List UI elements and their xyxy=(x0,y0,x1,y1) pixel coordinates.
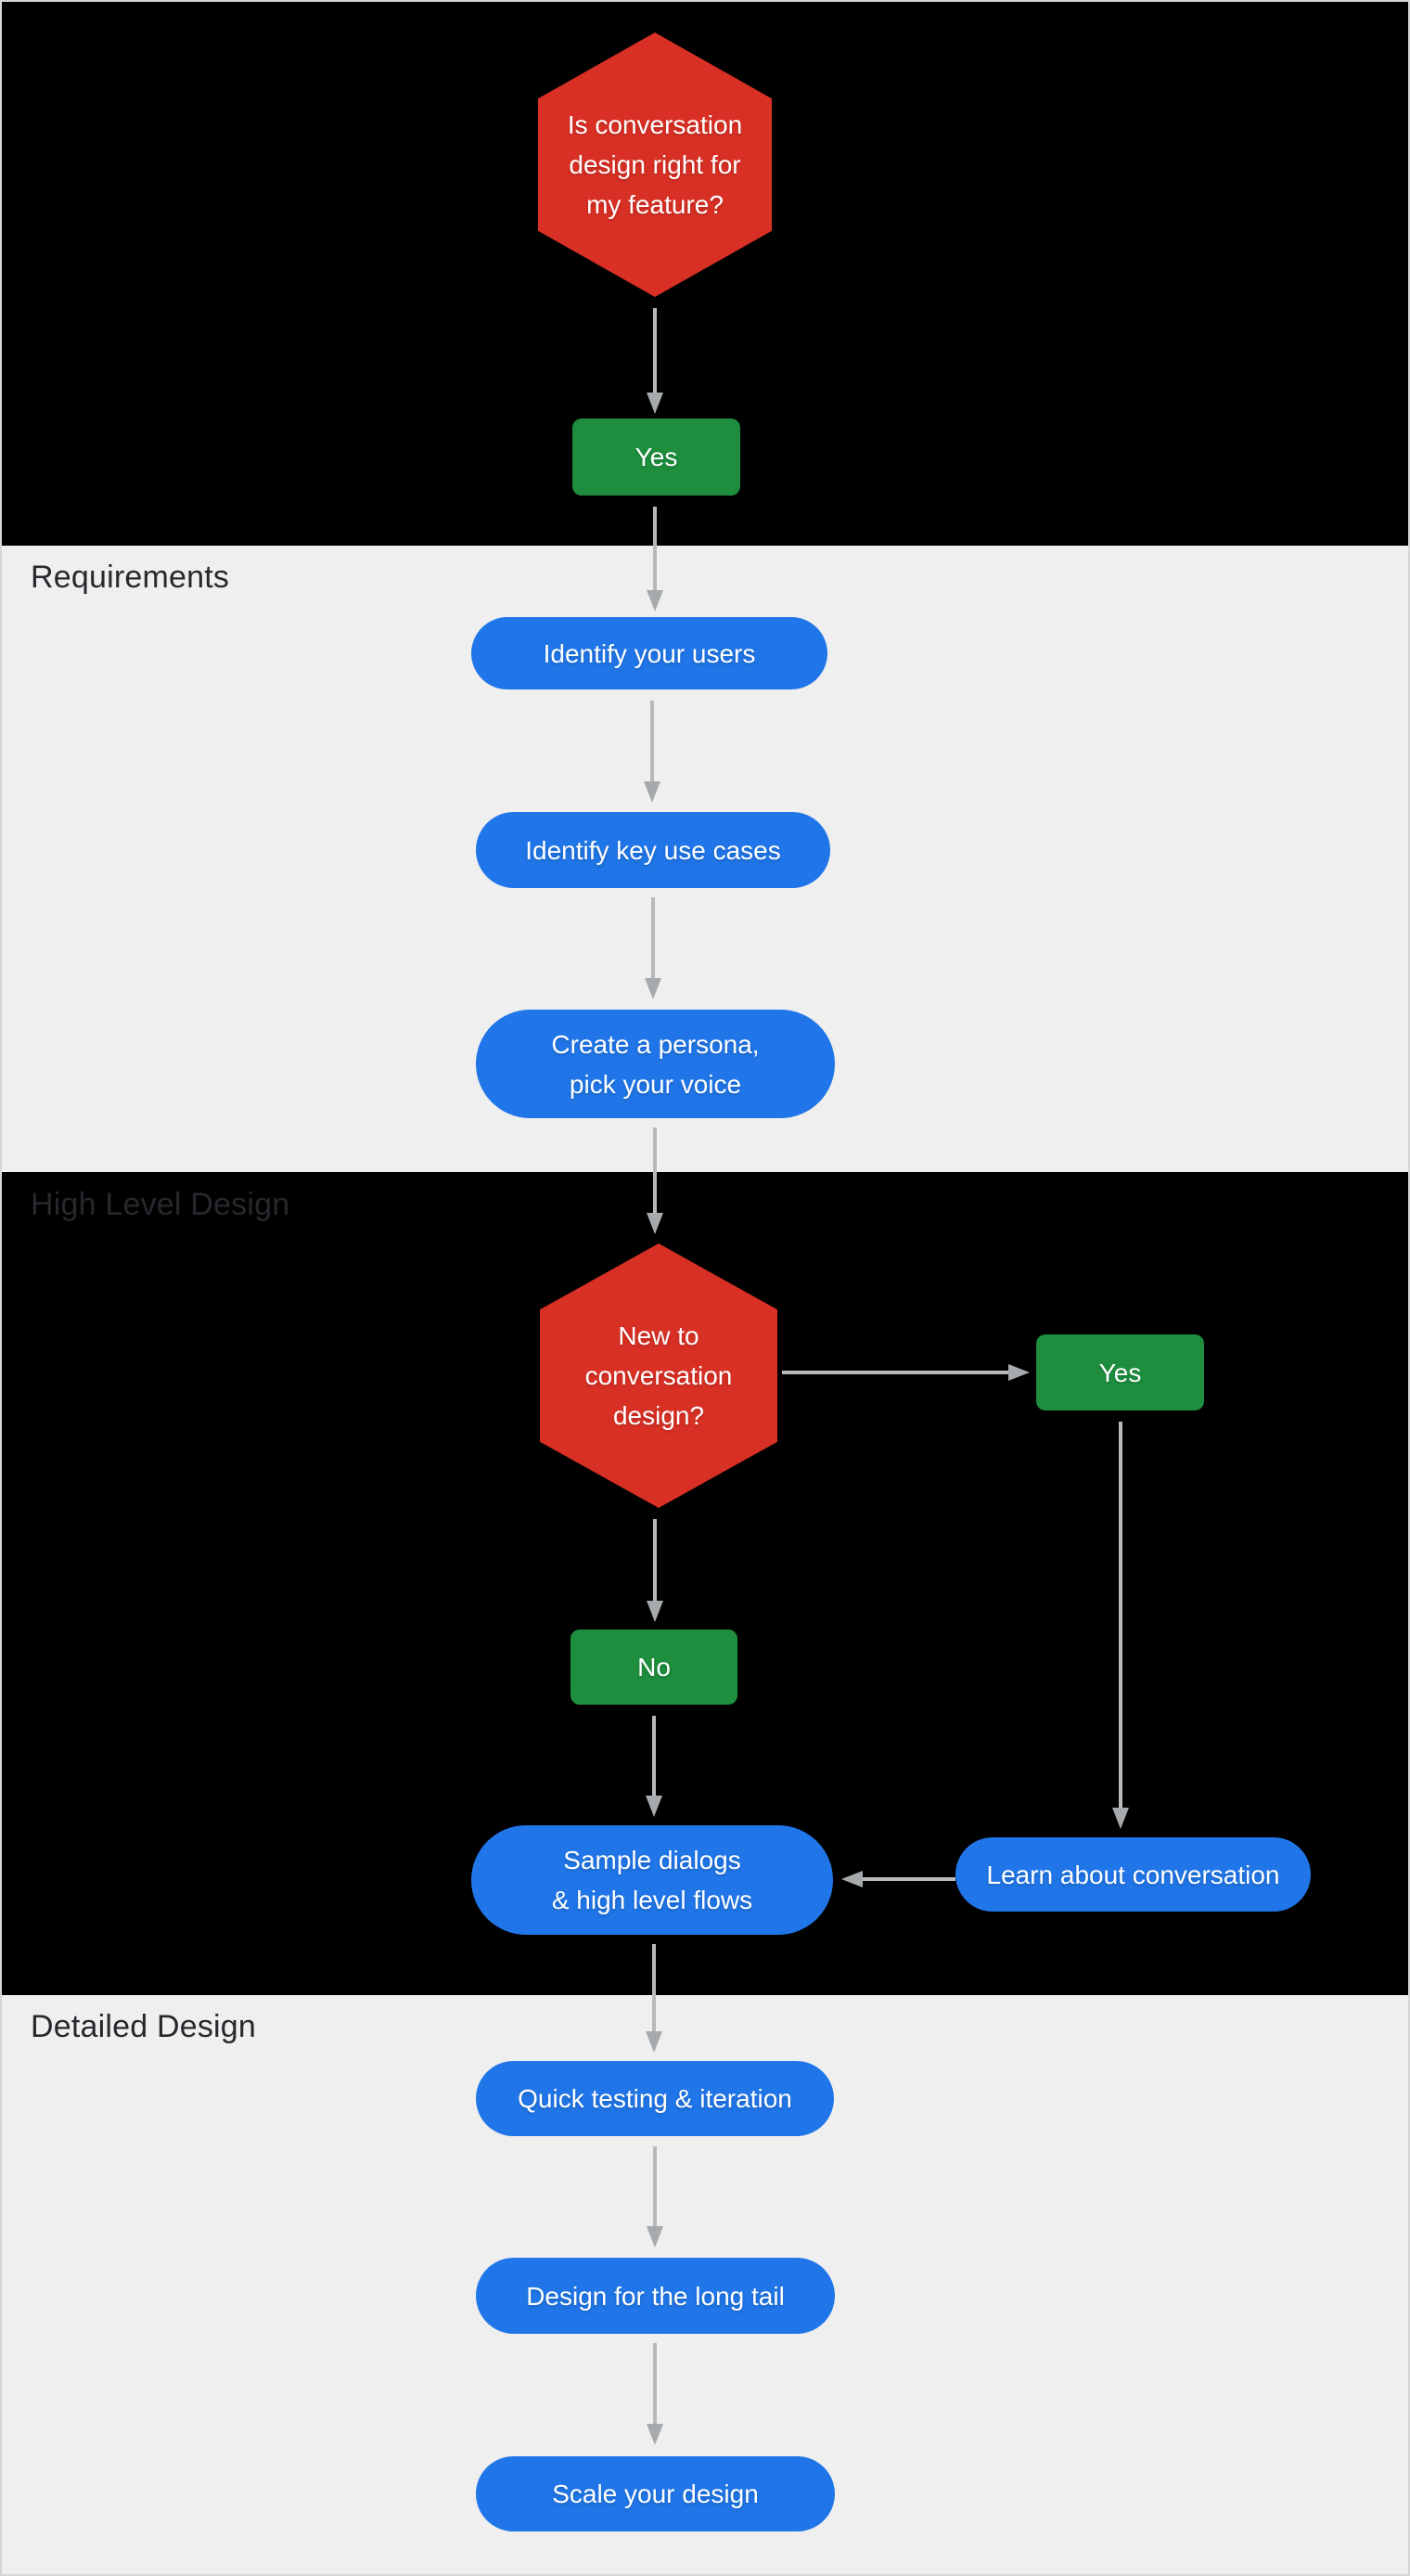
decision-line: Is conversation xyxy=(567,110,743,139)
arrowhead-right-icon xyxy=(1008,1364,1030,1381)
arrow-learn-to-sample-dialogs xyxy=(841,1871,955,1887)
decision-line: design right for xyxy=(569,150,741,179)
decision-line: conversation xyxy=(584,1361,733,1390)
arrow-decision2-to-no xyxy=(647,1519,663,1622)
section-label-high-level-design: High Level Design xyxy=(31,1187,290,1222)
step-identify-key-use-cases: Identify key use cases xyxy=(476,812,830,888)
section-label-requirements: Requirements xyxy=(31,560,230,595)
step-design-for-the-long-tail: Design for the long tail xyxy=(476,2258,835,2334)
answer-yes-1: Yes xyxy=(572,419,740,496)
answer-no: No xyxy=(570,1629,737,1705)
arrow-users-to-use-cases xyxy=(644,701,660,803)
arrow-sample-to-quick-testing xyxy=(646,1944,662,2053)
arrow-yes2-to-learn xyxy=(1112,1422,1129,1829)
arrowhead-down-icon xyxy=(645,978,661,999)
arrow-decision2-to-yes2 xyxy=(782,1364,1030,1381)
decision-line: New to xyxy=(618,1321,699,1350)
step-quick-testing-iteration: Quick testing & iteration xyxy=(476,2061,834,2136)
decision-new-to-conversation-design: New to conversation design? xyxy=(540,1243,777,1508)
arrowhead-down-icon xyxy=(644,781,660,803)
decision-line: my feature? xyxy=(586,190,724,219)
arrow-persona-to-decision2 xyxy=(647,1127,663,1234)
decision-line: design? xyxy=(612,1401,705,1430)
step-sample-dialogs: Sample dialogs & high level flows xyxy=(471,1825,833,1935)
arrowhead-down-icon xyxy=(647,1213,663,1234)
answer-yes-2: Yes xyxy=(1036,1334,1204,1410)
arrow-no-to-sample-dialogs xyxy=(646,1716,662,1817)
arrow-quick-to-long-tail xyxy=(647,2146,663,2248)
step-scale-your-design: Scale your design xyxy=(476,2456,835,2531)
section-label-detailed-design: Detailed Design xyxy=(31,2009,257,2044)
arrow-yes1-to-identify-users xyxy=(647,507,663,612)
arrow-long-tail-to-scale xyxy=(647,2343,663,2445)
arrowhead-down-icon xyxy=(646,2031,662,2053)
arrowhead-down-icon xyxy=(1112,1808,1129,1829)
arrowhead-down-icon xyxy=(647,590,663,612)
arrow-decision1-to-yes xyxy=(647,308,663,414)
arrowhead-down-icon xyxy=(647,1601,663,1622)
arrowhead-left-icon xyxy=(841,1871,863,1887)
arrowhead-down-icon xyxy=(646,1796,662,1817)
arrowhead-down-icon xyxy=(647,393,663,414)
arrowhead-down-icon xyxy=(647,2424,663,2445)
arrowhead-down-icon xyxy=(647,2226,663,2248)
arrow-use-cases-to-persona xyxy=(645,897,661,999)
step-identify-your-users: Identify your users xyxy=(471,617,827,689)
step-learn-about-conversation: Learn about conversation xyxy=(955,1837,1311,1912)
decision-is-conversation-design-right: Is conversation design right for my feat… xyxy=(538,32,772,297)
step-create-a-persona: Create a persona, pick your voice xyxy=(476,1010,835,1118)
